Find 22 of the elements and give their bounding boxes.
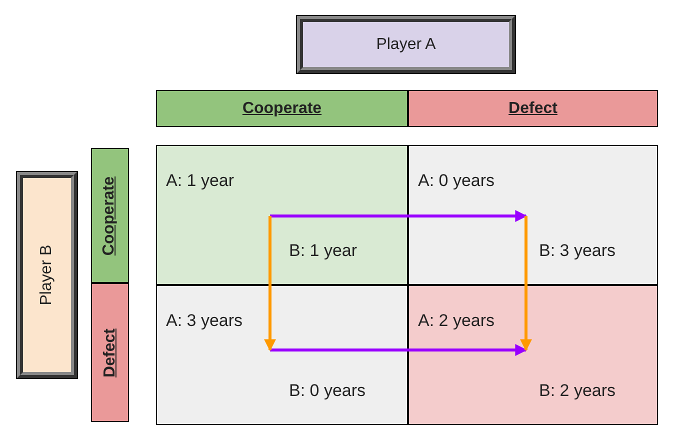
arrow [270, 344, 528, 356]
payoff-text: A: 3 years [166, 311, 243, 331]
payoff-text: B: 3 years [539, 241, 616, 261]
payoff-text: B: 0 years [289, 381, 366, 401]
payoff-text: B: 1 year [289, 241, 358, 261]
arrow [520, 216, 532, 352]
arrow [264, 216, 276, 352]
row-header: Defect [91, 283, 129, 422]
payoff-cell [156, 285, 408, 425]
player-box: Player B [17, 172, 77, 378]
payoff-text: A: 0 years [418, 171, 495, 191]
payoff-text: A: 1 year [166, 171, 234, 191]
column-header: Defect [408, 90, 658, 127]
payoff-text: B: 2 years [539, 381, 616, 401]
payoff-cell [408, 145, 658, 285]
payoff-cell [408, 285, 658, 425]
player-box: Player A [297, 16, 515, 73]
payoff-text: A: 2 years [418, 311, 495, 331]
row-header: Cooperate [91, 148, 129, 283]
arrow [270, 210, 528, 222]
column-header: Cooperate [156, 90, 408, 127]
payoff-cell [156, 145, 408, 285]
